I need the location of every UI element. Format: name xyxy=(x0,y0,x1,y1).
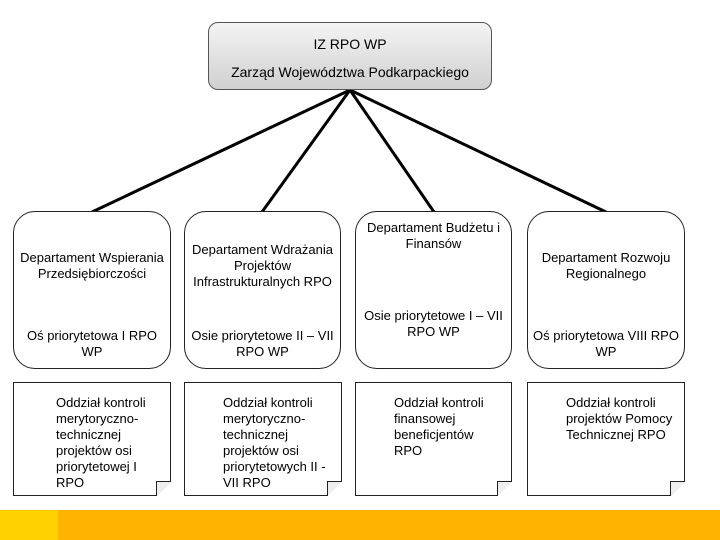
footer-stripe-left xyxy=(0,510,58,540)
dept-box-4: Departament Rozwoju Regionalnego Oś prio… xyxy=(527,211,685,369)
note-box-3: Oddział kontroli finansowej beneficjentó… xyxy=(355,382,512,496)
note-text-2: Oddział kontroli merytoryczno-techniczne… xyxy=(223,395,326,490)
dept-axis-1: Oś priorytetowa I RPO WP xyxy=(26,328,158,359)
note-box-2: Oddział kontroli merytoryczno-techniczne… xyxy=(184,382,342,496)
dept-axis-3: Osie priorytetowe I – VII RPO WP xyxy=(364,308,503,339)
dept-name-2: Departament Wdrażania Projektów Infrastr… xyxy=(192,242,333,289)
note-text-1: Oddział kontroli merytoryczno-techniczne… xyxy=(56,395,146,490)
dept-axis-2: Osie priorytetowe II – VII RPO WP xyxy=(191,328,334,359)
note-box-4: Oddział kontroli projektów Pomocy Techni… xyxy=(527,382,685,496)
dept-axis-4: Oś priorytetowa VIII RPO WP xyxy=(533,328,679,359)
note-text-4: Oddział kontroli projektów Pomocy Techni… xyxy=(566,395,673,442)
dept-name-1: Departament Wspierania Przedsiębiorczośc… xyxy=(20,250,164,281)
dept-name-4: Departament Rozwoju Regionalnego xyxy=(541,250,671,281)
arrow-to-dept-4 xyxy=(349,88,607,214)
dept-box-1: Departament Wspierania Przedsiębiorczośc… xyxy=(13,211,171,369)
dept-box-2: Departament Wdrażania Projektów Infrastr… xyxy=(184,211,341,369)
top-authority-box: IZ RPO WP Zarząd Województwa Podkarpacki… xyxy=(208,22,492,90)
top-subtitle: Zarząd Województwa Podkarpackiego xyxy=(231,64,469,80)
dept-box-3: Departament Budżetu i Finansów Osie prio… xyxy=(355,211,512,369)
arrow-to-dept-3 xyxy=(348,89,436,213)
note-box-1: Oddział kontroli merytoryczno-techniczne… xyxy=(13,382,171,496)
arrow-to-dept-1 xyxy=(91,88,351,214)
note-text-3: Oddział kontroli finansowej beneficjentó… xyxy=(394,395,484,458)
top-title: IZ RPO WP xyxy=(313,36,387,52)
footer-stripe-right xyxy=(58,510,720,540)
dept-name-3: Departament Budżetu i Finansów xyxy=(367,220,500,251)
arrow-to-dept-2 xyxy=(260,89,352,213)
